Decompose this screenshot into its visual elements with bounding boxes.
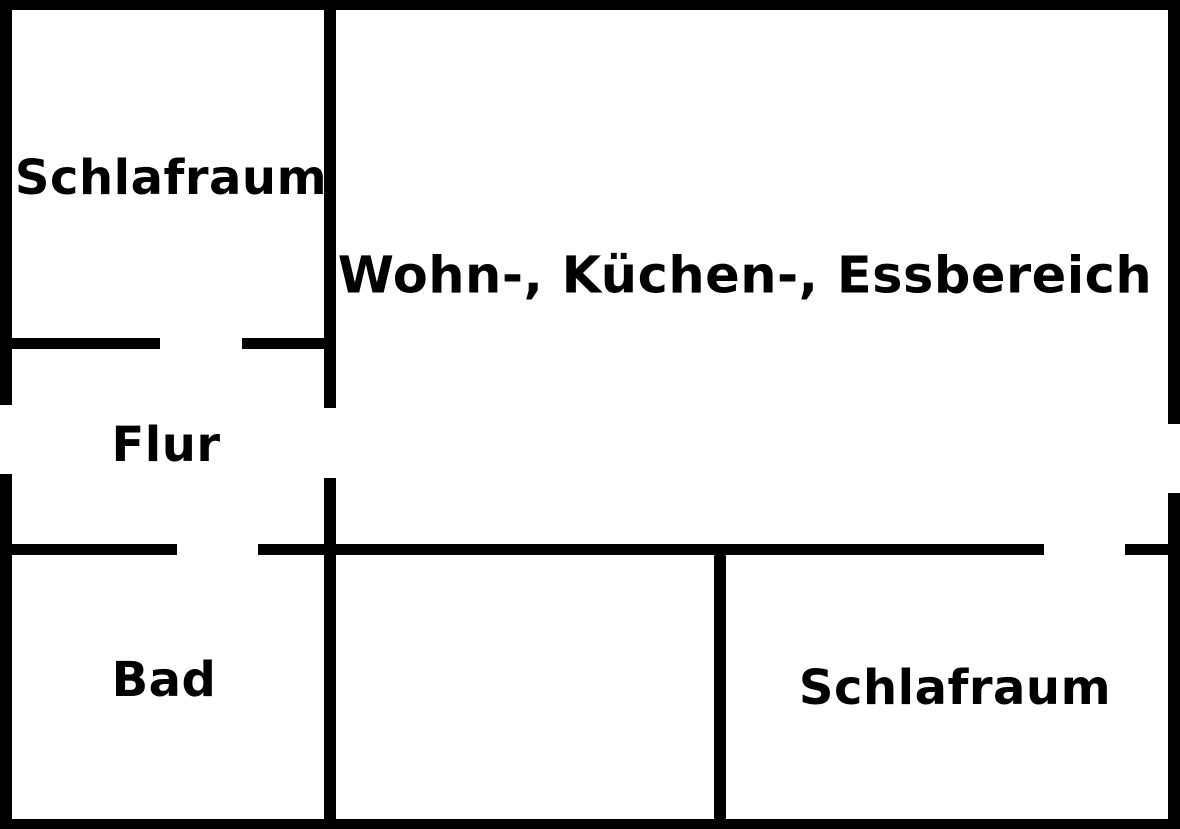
wall-hall-bath-left (0, 544, 177, 555)
wall-outer-bottom (0, 819, 1180, 829)
wall-living-bottom (324, 544, 1044, 555)
wall-bedroom-right-vertical (714, 544, 726, 829)
wall-bedroom-hall-left (0, 338, 160, 349)
wall-outer-top (0, 0, 1180, 10)
wall-outer-left-lower (0, 474, 12, 829)
room-label-living-kitchen-dining: Wohn-, Küchen-, Essbereich (337, 246, 1153, 306)
room-label-hallway: Flur (111, 417, 221, 473)
wall-bedroom-hall-right (242, 338, 336, 349)
wall-outer-left-upper (0, 0, 12, 405)
wall-center-vertical-lower (324, 478, 336, 829)
wall-hall-bath-right (258, 544, 336, 555)
wall-outer-right-lower (1168, 493, 1180, 829)
room-label-bedroom-top-left: Schlafraum (14, 150, 328, 206)
wall-center-vertical-upper (324, 0, 336, 408)
room-label-bedroom-bottom-right: Schlafraum (798, 660, 1112, 716)
room-label-bathroom: Bad (111, 652, 217, 708)
wall-living-bottom-right (1125, 544, 1180, 555)
wall-outer-right-upper (1168, 0, 1180, 424)
